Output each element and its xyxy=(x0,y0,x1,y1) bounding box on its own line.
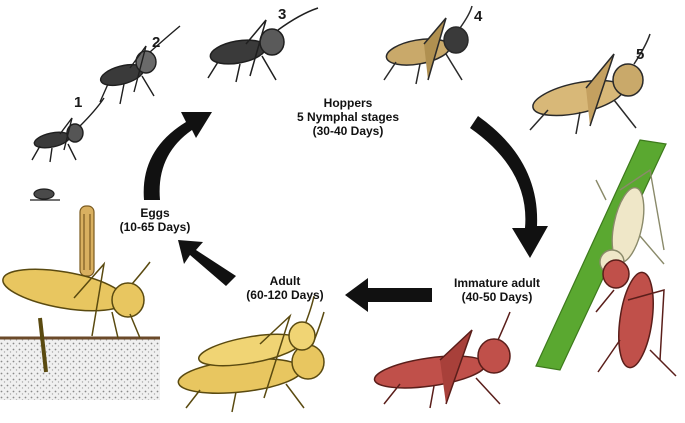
nymph-stage-1 xyxy=(31,97,105,163)
label-adult: Adult (60-120 Days) xyxy=(230,274,340,302)
nymph-stage-3 xyxy=(207,7,319,83)
nymph-stage-2 xyxy=(99,25,181,105)
label-adult-duration: (60-120 Days) xyxy=(246,288,324,302)
arrow-adult-to-eggs xyxy=(178,240,236,286)
egg-laying-female xyxy=(0,261,160,400)
label-eggs: Eggs (10-65 Days) xyxy=(105,206,205,234)
label-hoppers: Hoppers 5 Nymphal stages (30-40 Days) xyxy=(273,96,423,138)
nymph-number-1: 1 xyxy=(74,94,83,111)
label-immature-title: Immature adult xyxy=(453,276,540,290)
arrow-eggs-to-hoppers xyxy=(143,112,212,200)
nymph-stage-5 xyxy=(529,33,651,135)
label-eggs-title: Eggs xyxy=(140,206,170,220)
nymph-stage-4 xyxy=(383,5,473,85)
adult-pair xyxy=(177,295,325,413)
label-immature-adult: Immature adult (40-50 Days) xyxy=(432,276,562,304)
label-hoppers-title: Hoppers xyxy=(323,96,373,110)
cycle-arrows xyxy=(143,112,548,312)
nymph-number-3: 3 xyxy=(278,6,287,23)
arrow-immature-to-adult xyxy=(345,278,432,312)
hatchling xyxy=(30,188,60,201)
label-adult-title: Adult xyxy=(269,274,301,288)
egg-pod xyxy=(79,205,95,277)
nymph-number-4: 4 xyxy=(474,8,483,25)
soil-ground xyxy=(0,338,160,400)
label-hoppers-duration: (30-40 Days) xyxy=(312,124,384,138)
label-hoppers-subtitle: 5 Nymphal stages xyxy=(296,110,400,124)
label-immature-duration: (40-50 Days) xyxy=(461,290,533,304)
immature-adult-on-stem xyxy=(595,259,677,377)
nymph-number-2: 2 xyxy=(152,34,161,51)
arrow-hoppers-to-immature xyxy=(470,116,548,258)
label-eggs-duration: (10-65 Days) xyxy=(119,220,191,234)
immature-adult-ground xyxy=(373,311,511,409)
nymph-number-5: 5 xyxy=(636,46,645,63)
